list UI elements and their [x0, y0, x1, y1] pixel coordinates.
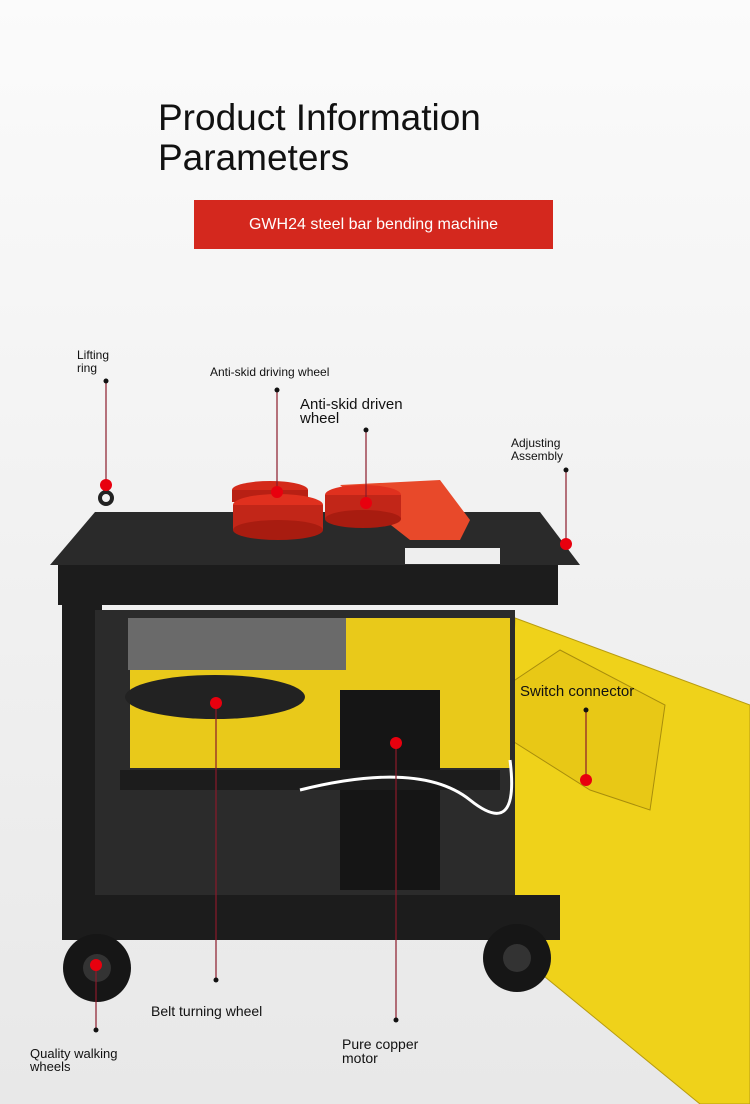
callout-driving-wheel: Anti-skid driving wheel	[210, 365, 330, 379]
callout-adjusting-assembly: Adjusting Assembly	[511, 436, 564, 463]
callout-end-dots	[93, 378, 589, 1033]
callout-markers	[90, 479, 592, 971]
page-title: Product Information Parameters	[158, 97, 481, 178]
callout-driven-wheel: Anti-skid driven wheel	[300, 396, 403, 427]
callout-lifting-ring: Lifting ring	[77, 348, 110, 375]
callout-switch-connector: Switch connector	[520, 683, 635, 700]
callout-lines	[95, 381, 587, 1030]
callout-belt-wheel: Belt turning wheel	[151, 1003, 263, 1019]
model-banner: GWH24 steel bar bending machine	[194, 200, 553, 249]
callout-walking-wheels: Quality walking wheels	[30, 1046, 118, 1074]
callout-motor: Pure copper motor	[342, 1036, 419, 1066]
lifting-ring	[98, 490, 114, 506]
